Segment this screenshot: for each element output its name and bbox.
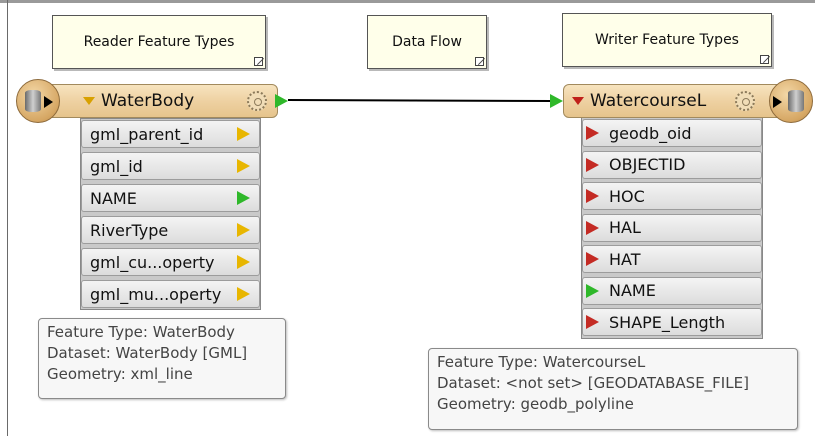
writer-attribute-label: NAME [609,281,656,300]
writer-attribute-label: HAL [609,218,641,237]
writer-attribute-port[interactable] [586,252,599,266]
collapse-triangle-icon[interactable] [572,97,584,105]
annotation-writer-label: Writer Feature Types [595,32,739,48]
reader-attribute-label: gml_parent_id [90,124,204,144]
reader-database-icon[interactable] [16,79,60,123]
canvas-left-border [7,0,8,436]
writer-attribute-row[interactable]: geodb_oid [582,119,762,147]
reader-attribute-panel [80,118,261,310]
reader-attribute-row[interactable]: NAME [81,184,260,212]
writer-attribute-row[interactable]: HOC [582,182,762,210]
reader-attribute-row[interactable]: RiverType [81,216,260,244]
reader-attribute-label: RiverType [90,220,169,240]
writer-feature-type-name: WatercourseL [590,91,707,111]
reader-attribute-port[interactable] [237,255,250,269]
canvas-top-border [0,0,815,3]
reader-attribute-port[interactable] [237,191,250,205]
reader-attribute-label: gml_cu...operty [90,252,215,272]
annotation-dataflow-label: Data Flow [392,34,462,50]
cylinder-icon [25,90,41,112]
arrow-right-icon [773,96,782,108]
resize-corner-icon[interactable] [475,57,484,66]
reader-attribute-port[interactable] [237,287,250,301]
reader-attribute-label: gml_mu...operty [90,284,222,304]
writer-attribute-port[interactable] [586,283,599,298]
reader-attribute-row[interactable]: gml_id [81,152,260,180]
reader-attribute-row[interactable]: gml_cu...operty [81,248,260,276]
writer-attribute-row[interactable]: SHAPE_Length [582,308,762,336]
reader-attribute-row[interactable]: gml_mu...operty [81,280,260,308]
writer-database-icon[interactable] [769,79,813,123]
writer-attribute-port[interactable] [586,189,599,203]
gear-icon[interactable] [735,91,755,111]
reader-feature-type-header[interactable]: WaterBody [38,84,278,118]
annotation-reader-feature-types[interactable]: Reader Feature Types [52,15,266,69]
reader-tooltip-line1: Feature Type: WaterBody [47,323,235,341]
writer-attribute-row[interactable]: HAT [582,245,762,273]
writer-tooltip-line3: Geometry: geodb_polyline [437,395,634,413]
reader-feature-type-name: WaterBody [101,91,195,111]
annotation-data-flow[interactable]: Data Flow [367,15,487,69]
collapse-triangle-icon[interactable] [83,97,95,105]
writer-attribute-label: SHAPE_Length [609,312,726,332]
reader-attribute-port[interactable] [237,223,250,237]
writer-attribute-row[interactable]: OBJECTID [582,150,762,179]
reader-tooltip-line2: Dataset: WaterBody [GML] [47,344,248,362]
reader-attribute-row[interactable]: gml_parent_id [81,120,260,148]
resize-corner-icon[interactable] [760,55,769,64]
writer-tooltip: Feature Type: WatercourseL Dataset: <not… [428,348,798,430]
writer-feature-type-header[interactable]: WatercourseL [563,84,799,118]
annotation-writer-feature-types[interactable]: Writer Feature Types [562,13,772,67]
writer-attribute-label: HAT [609,249,641,269]
writer-attribute-port[interactable] [586,315,599,329]
reader-attribute-port[interactable] [237,159,250,173]
gear-icon[interactable] [247,91,267,111]
writer-attribute-port[interactable] [586,220,599,235]
writer-input-port[interactable] [550,94,563,108]
annotation-reader-label: Reader Feature Types [83,34,235,50]
reader-attribute-port[interactable] [237,127,250,141]
writer-attribute-label: geodb_oid [609,123,692,143]
reader-tooltip-line3: Geometry: xml_line [47,365,193,383]
reader-tooltip: Feature Type: WaterBody Dataset: WaterBo… [38,318,286,399]
writer-tooltip-line1: Feature Type: WatercourseL [437,353,646,371]
resize-corner-icon[interactable] [254,57,263,66]
writer-attribute-label: OBJECTID [609,155,686,174]
writer-attribute-row[interactable]: NAME [582,276,762,305]
reader-output-port[interactable] [275,94,288,108]
cylinder-icon [788,90,804,112]
writer-attribute-label: HOC [609,186,645,206]
writer-attribute-port[interactable] [586,157,599,172]
reader-attribute-label: gml_id [90,156,143,176]
arrow-right-icon [44,96,53,108]
writer-attribute-port[interactable] [586,126,599,140]
writer-tooltip-line2: Dataset: <not set> [GEODATABASE_FILE] [437,374,749,392]
reader-attribute-label: NAME [90,188,137,208]
writer-attribute-row[interactable]: HAL [582,213,762,242]
